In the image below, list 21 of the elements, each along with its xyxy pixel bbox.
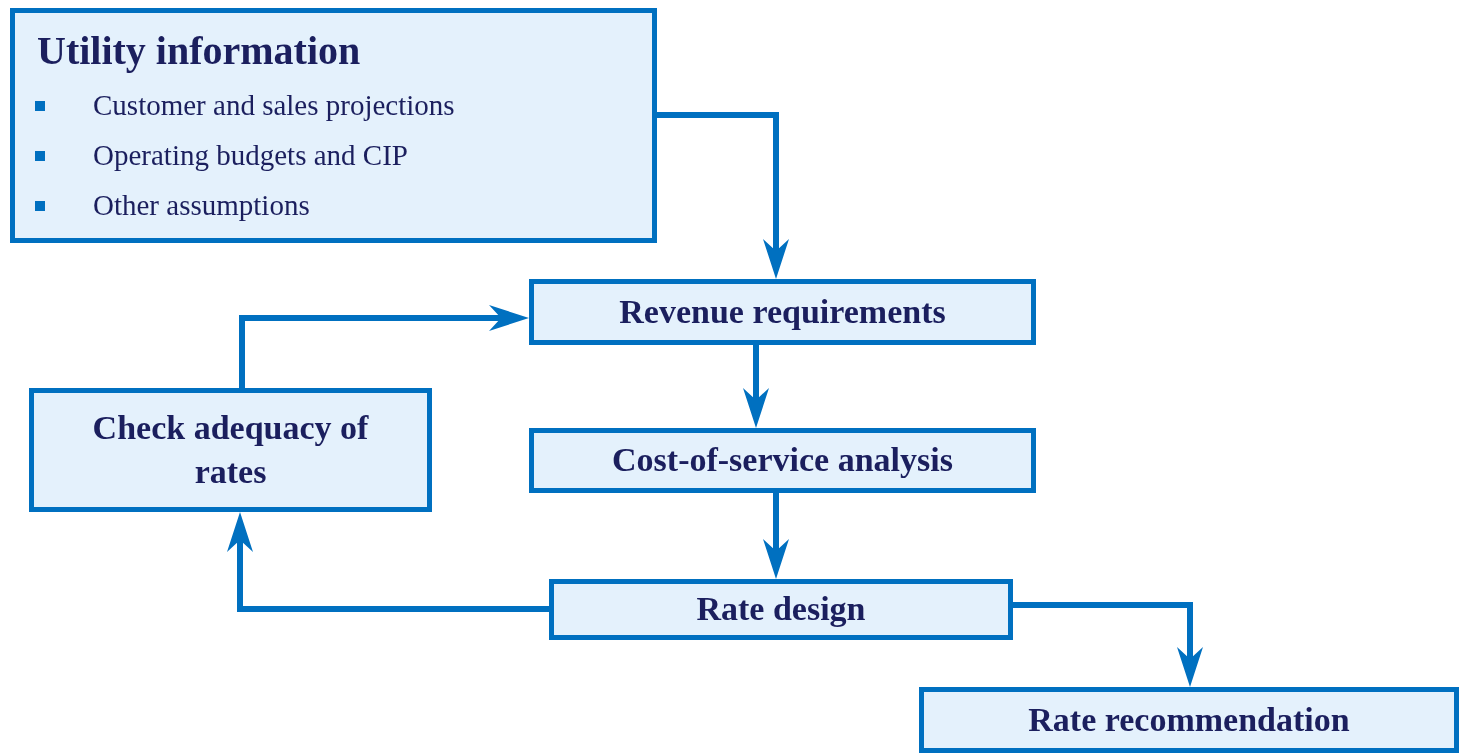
arrow bbox=[743, 345, 769, 428]
input-panel bbox=[10, 8, 657, 243]
box-label: Revenue requirements bbox=[619, 291, 946, 332]
process-box bbox=[529, 279, 1036, 345]
arrow bbox=[227, 512, 549, 612]
process-box bbox=[29, 388, 432, 512]
arrow bbox=[657, 112, 789, 279]
box-label: Check adequacy of rates bbox=[91, 407, 370, 492]
bullet-text: Operating budgets and CIP bbox=[93, 139, 408, 172]
process-box bbox=[529, 428, 1036, 493]
panel-heading: Utility information bbox=[37, 27, 361, 74]
bullet-text: Other assumptions bbox=[93, 189, 310, 222]
box-label: Rate design bbox=[696, 589, 866, 630]
box-label: Rate recommendation bbox=[1028, 699, 1350, 740]
arrow bbox=[763, 493, 789, 579]
process-box bbox=[919, 687, 1459, 753]
arrow bbox=[239, 305, 529, 388]
process-box bbox=[549, 579, 1013, 640]
box-label: Cost-of-service analysis bbox=[612, 440, 953, 481]
bullet-text: Customer and sales projections bbox=[93, 89, 455, 122]
arrow bbox=[1013, 602, 1203, 687]
